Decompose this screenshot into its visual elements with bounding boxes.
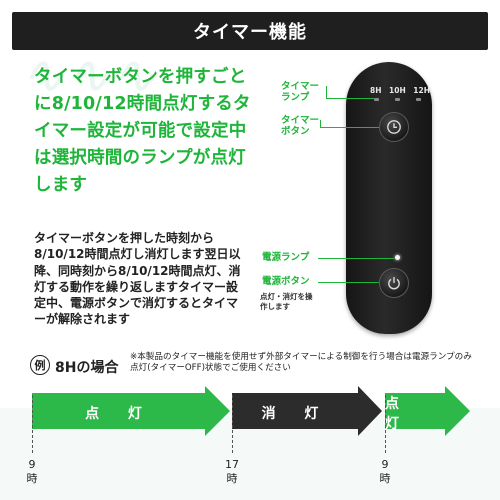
callout-line <box>320 120 321 128</box>
power-lamp <box>395 255 400 260</box>
power-button[interactable] <box>379 268 409 298</box>
segment-on-1-label: 点 灯 <box>85 406 154 422</box>
callout-power-lamp: 電源ランプ <box>262 252 310 263</box>
callout-line <box>320 127 379 128</box>
lamp-12h <box>416 98 421 101</box>
tick-label-end: 9 時 <box>379 458 391 485</box>
tick-label-start: 9 時 <box>26 458 38 485</box>
tick-line-end <box>385 395 386 453</box>
segment-on-1 <box>32 386 230 436</box>
lamp-label-8h: 8H <box>370 86 382 95</box>
lamp-label-12h: 12H <box>413 86 430 95</box>
clock-icon <box>387 120 401 134</box>
callout-line <box>318 258 394 259</box>
timer-button[interactable] <box>379 112 409 142</box>
green-description: タイマーボタンを押すごとに8/10/12時間点灯するタイマー設定が可能で設定中は… <box>34 67 251 195</box>
timer-note: ※本製品のタイマー機能を使用せず外部タイマーによる制御を行う場合は電源ランプのみ… <box>130 352 472 373</box>
example-title: 8Hの場合 <box>55 360 119 376</box>
tick-label-mid: 17 時 <box>225 458 239 485</box>
callout-power-button-sub: 点灯・消灯を操 作します <box>260 292 313 311</box>
timeline-svg <box>32 386 470 436</box>
lamp-8h <box>374 98 379 101</box>
tick-line-start <box>32 395 33 453</box>
callout-timer-lamp: タイマー ランプ <box>281 81 320 103</box>
lamp-label-10h: 10H <box>389 86 406 95</box>
callout-line <box>326 98 374 99</box>
callout-line <box>318 282 379 283</box>
example-badge: 例 <box>30 355 50 375</box>
header-bar: タイマー機能 <box>12 12 488 50</box>
tick-line-mid <box>232 395 233 453</box>
segment-off <box>232 386 382 436</box>
segment-off-label: 消 灯 <box>261 406 331 422</box>
page-title: タイマー機能 <box>193 22 307 43</box>
callout-power-button: 電源ボタン <box>262 276 310 287</box>
segment-on-2 <box>385 386 470 436</box>
timer-lamp-labels: 8H 10H 12H <box>370 86 430 95</box>
callout-line <box>326 86 327 98</box>
body-description: タイマーボタンを押した時刻から8/10/12時間点灯し消灯します翌日以降、同時刻… <box>34 231 241 327</box>
power-icon <box>388 277 400 290</box>
lamp-10h <box>395 98 400 101</box>
callout-timer-button: タイマー ボタン <box>281 115 320 137</box>
segment-on-2-label: 点 灯 <box>385 396 411 432</box>
